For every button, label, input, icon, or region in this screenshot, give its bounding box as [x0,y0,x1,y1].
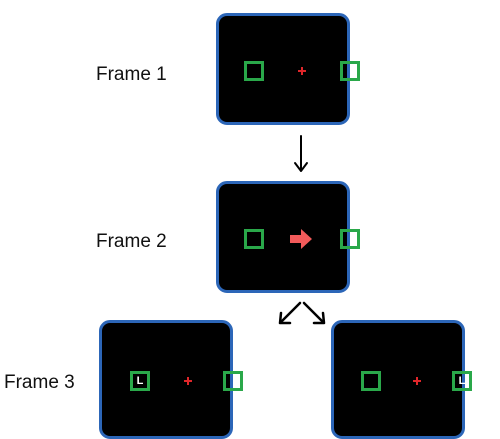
right-placeholder-box [340,61,360,81]
frame-1-label: Frame 1 [96,64,167,85]
left-placeholder-box [361,371,381,391]
frame-3-left-screen: L [99,320,243,439]
right-placeholder-box [223,371,243,391]
right-arrow-cue-icon [290,229,312,249]
right-target-box: L [452,371,472,391]
fixation-cross-icon [413,377,421,385]
target-letter: L [136,374,144,387]
frame-3-right-screen: L [331,320,472,439]
down-arrow-icon [294,135,308,172]
frame-2-label: Frame 2 [96,231,167,252]
left-placeholder-box [244,229,264,249]
fixation-cross-icon [298,67,306,75]
left-placeholder-box [244,61,264,81]
frame-3-label: Frame 3 [4,372,75,393]
branch-arrows-icon [278,301,326,325]
target-letter: L [458,374,466,387]
left-target-box: L [130,371,150,391]
frame-2-screen [216,181,360,293]
right-placeholder-box [340,229,360,249]
frame-1-screen [216,13,360,125]
fixation-cross-icon [184,377,192,385]
